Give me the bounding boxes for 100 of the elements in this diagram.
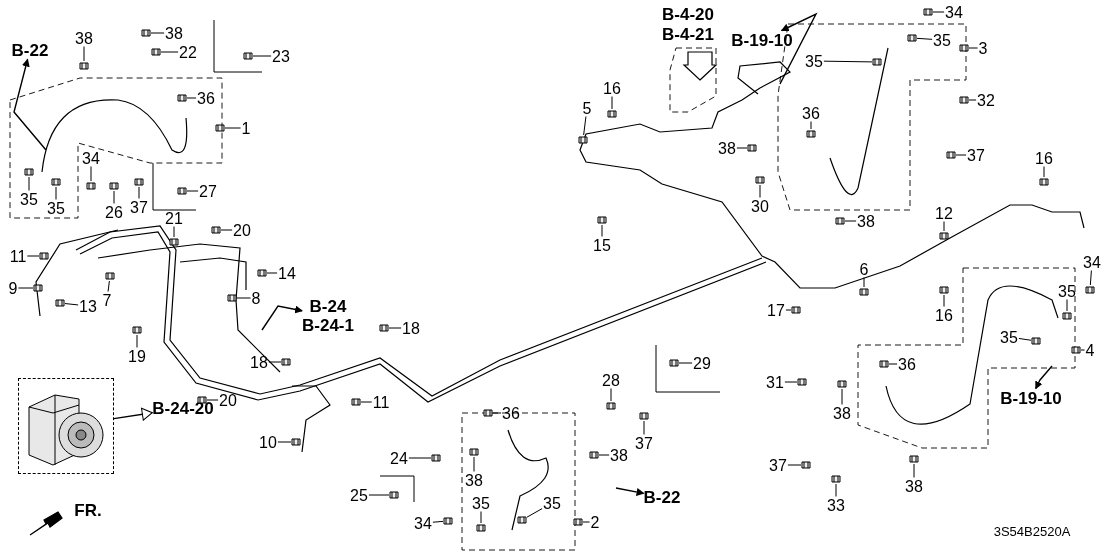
callout-number: 36 [897,355,917,373]
leader-line [643,420,645,435]
leader-line [107,280,110,292]
part-drawing [1031,336,1041,346]
callout-number: 38 [856,212,876,230]
leader-line [844,220,857,222]
callout-number: 28 [601,371,621,389]
part-drawing [351,397,361,407]
drawing-code: 3S54B2520A [993,522,1071,541]
callout-number: 11 [371,393,391,411]
leader-line [943,294,945,307]
part-drawing [483,408,493,418]
part-drawing [872,57,882,67]
leader-line [136,334,138,348]
callout-number: 35 [999,328,1019,346]
callout-number: 17 [766,301,786,319]
leader-line [492,412,502,414]
callout-number: 35 [471,494,491,512]
leader-line [598,454,610,456]
part-drawing [831,474,841,484]
part-drawing [639,411,649,421]
callout-number: 20 [232,221,252,239]
part-drawing [55,298,65,308]
callout-number: 37 [634,434,654,452]
part-drawing [109,181,119,191]
leader-line [785,309,792,311]
part-drawing [597,215,607,225]
leader-line [823,60,873,63]
part-drawing [1039,177,1049,187]
callout-number: 20 [218,391,238,409]
leader-line [611,96,613,110]
callout-number: 34 [944,3,964,21]
part-drawing [589,450,599,460]
part-drawing [573,517,583,527]
part-drawing [389,490,399,500]
abs-unit-drawing [18,378,114,474]
part-drawing [755,175,765,185]
callout-number: 34 [81,149,101,167]
leader-line [266,272,278,274]
callout-number: 22 [178,43,198,61]
callout-number: 35 [932,31,952,49]
callout-number: 34 [413,514,433,532]
part-drawing [215,123,225,133]
leader-line [408,457,432,459]
callout-number: 23 [271,47,291,65]
leader-line [863,277,865,288]
leader-line [968,47,979,49]
callout-number: 37 [129,198,149,216]
callout-number: 4 [1084,341,1096,359]
part-drawing [211,225,221,235]
part-drawing [105,271,115,281]
callout-number: 32 [976,91,996,109]
callout-number: 30 [750,197,770,215]
callout-number: 21 [164,209,184,227]
part-drawing [291,437,301,447]
leader-line [186,97,197,99]
callout-number: 18 [401,319,421,337]
part-drawing [939,285,949,295]
callout-number: 35 [19,190,39,208]
leader-line [480,511,482,524]
leader-line [784,381,798,383]
part-drawing [791,305,801,315]
part-drawing [939,231,949,241]
leader-line [83,46,85,62]
leader-line [160,51,179,53]
callout-number: 18 [249,353,269,371]
leader-line [206,399,219,401]
leader-line [388,327,402,329]
leader-line [835,483,837,497]
arrow [615,487,645,496]
leader-line [1018,337,1032,341]
callout-number: 38 [904,477,924,495]
part-drawing [806,129,816,139]
part-drawing [151,47,161,57]
callout-number: 12 [934,204,954,222]
callout-number: 36 [196,89,216,107]
callout-number: 9 [7,279,19,297]
reference-code: B-19-10 [731,30,793,50]
arrow [1035,365,1053,390]
callout-number: 38 [609,446,629,464]
leader-line [916,37,933,40]
part-drawing [132,325,142,335]
callout-number: 37 [966,146,986,164]
direction-label: FR. [74,500,102,520]
callout-number: 35 [46,199,66,217]
leader-line [1089,270,1092,286]
leader-line [583,116,587,136]
callout-number: 26 [104,203,124,221]
leader-line [360,401,373,403]
part-drawing [379,323,389,333]
part-drawing [86,181,96,191]
leader-line [841,388,843,405]
leader-line [601,224,603,237]
leader-line [220,229,233,231]
part-drawing [923,7,933,17]
leader-line [1080,349,1086,351]
leader-line [17,287,34,289]
reference-code: B-22 [643,487,681,507]
callout-number: 37 [768,456,788,474]
leader-line [55,186,57,200]
